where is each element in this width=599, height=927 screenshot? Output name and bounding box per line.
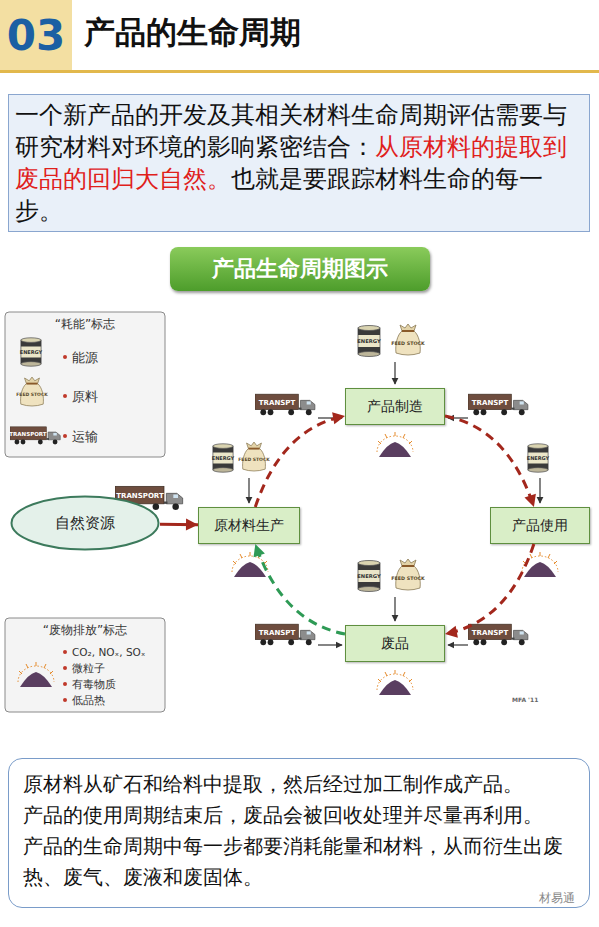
- arrow-head: [445, 626, 458, 638]
- resource-ellipse: 自然资源: [10, 495, 160, 551]
- icon-text: TRANSPT: [259, 629, 296, 637]
- energy-can-icon: [358, 326, 380, 357]
- transport-truck-icon: [10, 427, 60, 445]
- cycle-connector: [255, 412, 345, 507]
- icon-text: FEED STOCK: [16, 392, 48, 397]
- node-text: 产品生命周期图示: [212, 254, 388, 284]
- icon-text: TRANSPT: [472, 629, 509, 637]
- connector-line: [255, 544, 345, 634]
- cycle-connector: [160, 519, 198, 531]
- waste-pile-icon: [377, 670, 413, 695]
- legend-title: “耗能”标志: [5, 316, 165, 333]
- transport-truck-icon: [468, 394, 528, 415]
- legend-text: 运输: [72, 429, 98, 445]
- connector-line: [160, 523, 198, 527]
- node-text: 产品的生命周期中每一步都要消耗能量和材料，从而衍生出废热、废气、废液和废固体。: [23, 831, 575, 893]
- watermark: 材易通: [539, 890, 575, 907]
- connector-line: [445, 416, 534, 507]
- arrow-head: [186, 519, 198, 531]
- connector-line: [255, 416, 345, 507]
- arrow-head: [254, 544, 265, 557]
- node-text: 原材料从矿石和给料中提取，然后经过加工制作成产品。: [23, 769, 575, 800]
- header-rule: [0, 70, 599, 73]
- text-flow: 一个新产品的开发及其相关材料生命周期评估需要与研究材料对环境的影响紧密结合：从原…: [15, 99, 583, 227]
- ellipse-shape: [12, 497, 159, 550]
- legend-text: 原料: [72, 389, 98, 405]
- legend-bullet: [63, 394, 67, 398]
- icon-text: TRANSPORT: [9, 431, 47, 437]
- legend-bullet: [63, 666, 67, 670]
- connector-line: [445, 544, 534, 634]
- waste-pile-icon: [232, 552, 268, 577]
- legend-frame: [5, 312, 165, 457]
- node-text: 产品的使用周期结束后，废品会被回收处理并尽量再利用。: [23, 800, 575, 831]
- feedstock-bag-icon: [396, 559, 421, 590]
- legend-frame: [5, 618, 165, 712]
- cycle-connector: [445, 544, 534, 638]
- section-number: 03: [0, 0, 72, 70]
- legend-bullet: [63, 650, 67, 654]
- node-text: 自然资源: [55, 514, 115, 533]
- arrow-head: [524, 494, 535, 507]
- energy-can-icon: [358, 561, 380, 592]
- icon-text: FEED STOCK: [391, 576, 425, 581]
- cycle-connector: [254, 544, 345, 634]
- node-text: 废品: [381, 635, 409, 653]
- waste-pile-icon: [18, 662, 54, 687]
- legend-text: 有毒物质: [72, 678, 116, 691]
- node-text: 原材料生产: [214, 517, 284, 535]
- icon-text: ENERGY: [357, 338, 381, 344]
- feedstock-bag-icon: [396, 324, 421, 355]
- waste-pile-icon: [377, 432, 413, 457]
- icon-text: ENERGY: [212, 455, 235, 461]
- legend-bullet: [63, 698, 67, 702]
- waste-pile-icon: [522, 552, 558, 577]
- icon-text: ENERGY: [357, 573, 381, 579]
- legend-bullet: [63, 434, 67, 438]
- cycle-connector: [445, 416, 536, 507]
- summary-box: 原材料从矿石和给料中提取，然后经过加工制作成产品。产品的使用周期结束后，废品会被…: [8, 758, 590, 908]
- node-text: 产品使用: [512, 517, 568, 535]
- icon-text: TRANSPORT: [116, 492, 164, 500]
- legend-text: CO₂, NOₓ, SOₓ: [72, 646, 146, 659]
- node-text: 产品制造: [367, 398, 423, 416]
- icon-text: MFA '11: [512, 696, 538, 703]
- process-box: 产品制造: [345, 388, 445, 425]
- page-title: 产品的生命周期: [84, 12, 301, 54]
- legend-title: “废物排放”标志: [5, 622, 165, 639]
- icon-text: ENERGY: [20, 349, 43, 355]
- transport-truck-icon: [255, 624, 315, 645]
- intro-box: 一个新产品的开发及其相关材料生命周期评估需要与研究材料对环境的影响紧密结合：从原…: [8, 94, 590, 232]
- leader-arrows: [150, 362, 540, 645]
- process-box: 产品使用: [490, 507, 590, 544]
- icon-text: TRANSPT: [259, 399, 296, 407]
- arrow-head: [332, 412, 345, 424]
- legend-text: 能源: [72, 350, 98, 366]
- icon-text: ENERGY: [527, 455, 550, 461]
- legend-text: 低品热: [72, 694, 105, 707]
- legend-text: 微粒子: [72, 662, 105, 675]
- process-box: 废品: [345, 625, 445, 662]
- legend-bullet: [63, 355, 67, 359]
- transport-truck-icon: [255, 394, 315, 415]
- icon-text: TRANSPT: [472, 399, 509, 407]
- process-box: 原材料生产: [198, 507, 300, 544]
- transport-truck-icon: [468, 624, 528, 645]
- icon-text: FEED STOCK: [391, 341, 425, 346]
- legend-bullet: [63, 682, 67, 686]
- icon-text: FEED STOCK: [238, 457, 270, 462]
- title-button: 产品生命周期图示: [170, 247, 430, 291]
